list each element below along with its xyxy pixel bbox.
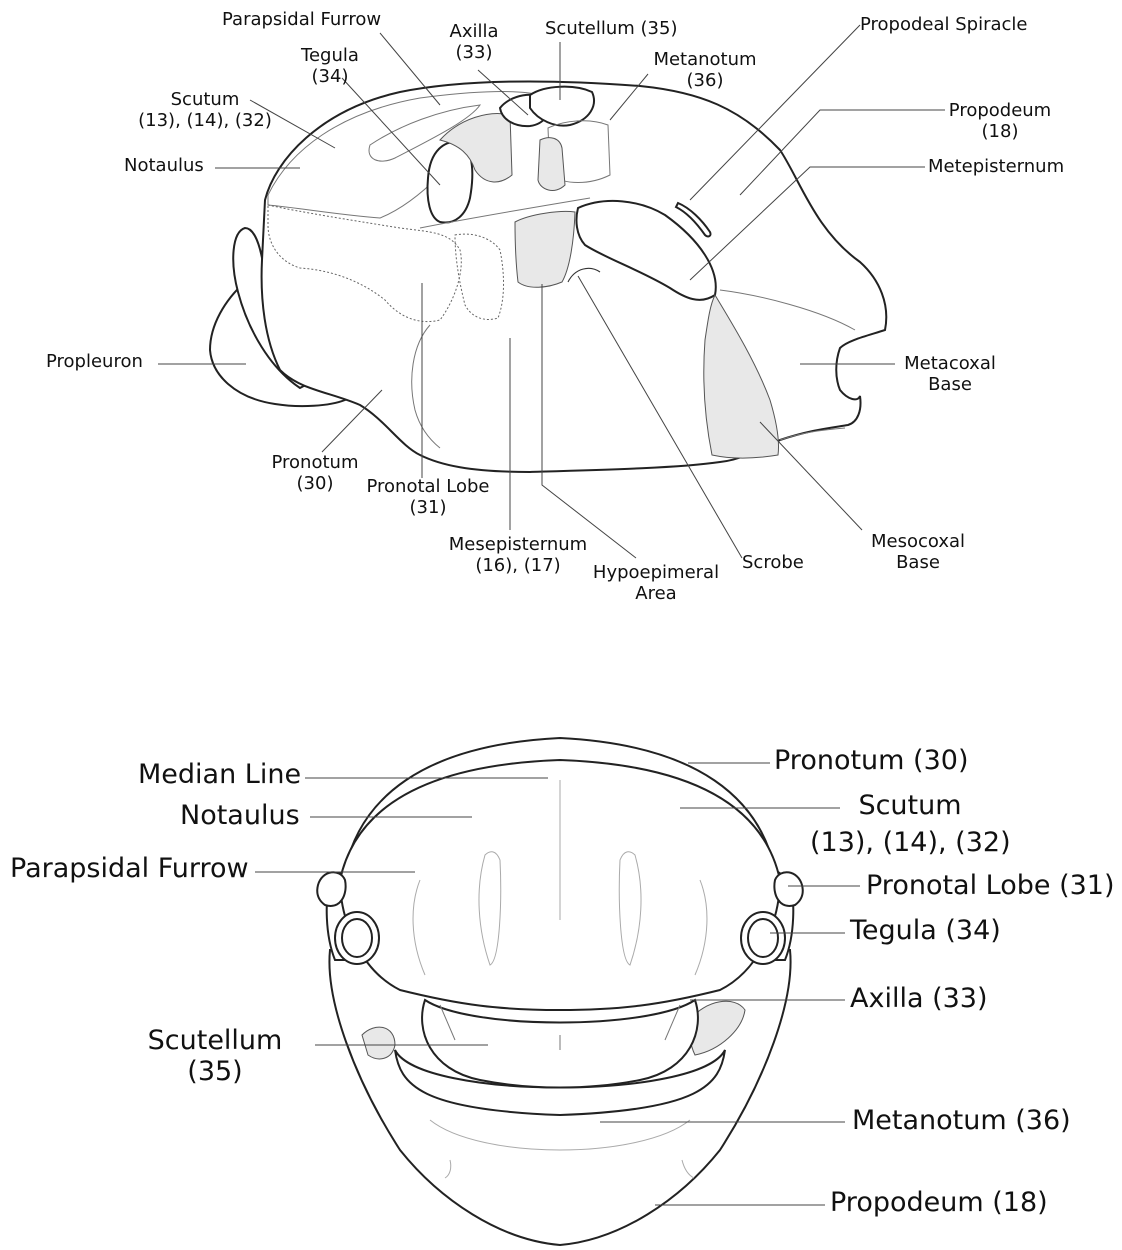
label-scrobe: Scrobe	[742, 553, 804, 574]
label-dorsal-axilla: Axilla (33)	[850, 983, 988, 1014]
label-notaulus: Notaulus	[124, 156, 204, 177]
label-propodeum: Propodeum (18)	[940, 101, 1060, 142]
label-dorsal-parapsidal-furrow: Parapsidal Furrow	[10, 853, 249, 884]
label-pronotum-text: Pronotum	[260, 453, 370, 474]
label-propodeum-num: (18)	[940, 122, 1060, 143]
label-parapsidal-furrow: Parapsidal Furrow	[222, 10, 381, 31]
label-hypoepimeral-area: Hypoepimeral Area	[580, 563, 732, 604]
label-hypoepimeral-area-text: Area	[580, 584, 732, 605]
label-dorsal-pronotal-lobe: Pronotal Lobe (31)	[866, 870, 1115, 901]
label-mesepisternum-text: Mesepisternum	[438, 535, 598, 556]
label-axilla: Axilla (33)	[440, 22, 508, 63]
label-dorsal-tegula: Tegula (34)	[850, 915, 1001, 946]
label-dorsal-scutellum-num: (35)	[145, 1056, 285, 1087]
metanotum-grey-shape	[538, 138, 565, 191]
label-pronotal-lobe: Pronotal Lobe (31)	[357, 477, 499, 518]
label-tegula-text: Tegula	[290, 46, 370, 67]
label-mesepisternum: Mesepisternum (16), (17)	[438, 535, 598, 576]
label-median-line: Median Line	[138, 759, 301, 790]
label-metacoxal-text: Metacoxal	[895, 354, 1005, 375]
label-scutum: Scutum (13), (14), (32)	[130, 90, 280, 131]
label-dorsal-scutum-text: Scutum	[810, 790, 1010, 821]
label-hypoepimeral-text: Hypoepimeral	[580, 563, 732, 584]
label-axilla-text: Axilla	[440, 22, 508, 43]
label-dorsal-metanotum: Metanotum (36)	[852, 1105, 1071, 1136]
label-scutum-text: Scutum	[130, 90, 280, 111]
label-dorsal-pronotum: Pronotum (30)	[774, 745, 968, 776]
label-tegula-num: (34)	[290, 67, 370, 88]
label-propodeum-text: Propodeum	[940, 101, 1060, 122]
label-pronotal-lobe-num: (31)	[357, 498, 499, 519]
label-propleuron: Propleuron	[46, 352, 143, 373]
pronotal-lobe-right	[774, 872, 802, 906]
label-dorsal-scutellum: Scutellum (35)	[145, 1025, 285, 1087]
label-dorsal-propodeum: Propodeum (18)	[830, 1187, 1048, 1218]
label-metanotum: Metanotum (36)	[640, 50, 770, 91]
label-pronotum: Pronotum (30)	[260, 453, 370, 494]
label-propodeal-spiracle: Propodeal Spiracle	[860, 15, 1028, 36]
label-mesocoxal-base-text: Base	[862, 553, 974, 574]
mesosoma-lateral-outline	[262, 81, 887, 472]
label-dorsal-notaulus: Notaulus	[180, 800, 300, 831]
label-metepisternum: Metepisternum	[928, 157, 1064, 178]
label-tegula: Tegula (34)	[290, 46, 370, 87]
label-metacoxal-base-text: Base	[895, 375, 1005, 396]
label-dorsal-scutum: Scutum (13), (14), (32)	[810, 790, 1010, 858]
label-metanotum-num: (36)	[640, 71, 770, 92]
label-mesepisternum-num: (16), (17)	[438, 556, 598, 577]
label-axilla-num: (33)	[440, 43, 508, 64]
dorsal-view	[317, 738, 802, 1245]
label-pronotum-num: (30)	[260, 474, 370, 495]
lateral-view	[210, 81, 886, 472]
label-dorsal-scutellum-text: Scutellum	[145, 1025, 285, 1056]
label-metacoxal-base: Metacoxal Base	[895, 354, 1005, 395]
label-scutellum: Scutellum (35)	[545, 19, 677, 40]
label-pronotal-lobe-text: Pronotal Lobe	[357, 477, 499, 498]
label-scutum-num: (13), (14), (32)	[130, 111, 280, 132]
label-dorsal-scutum-num: (13), (14), (32)	[810, 827, 1010, 858]
label-mesocoxal-text: Mesocoxal	[862, 532, 974, 553]
label-metanotum-text: Metanotum	[640, 50, 770, 71]
label-mesocoxal-base: Mesocoxal Base	[862, 532, 974, 573]
pronotal-lobe-left	[317, 872, 345, 906]
